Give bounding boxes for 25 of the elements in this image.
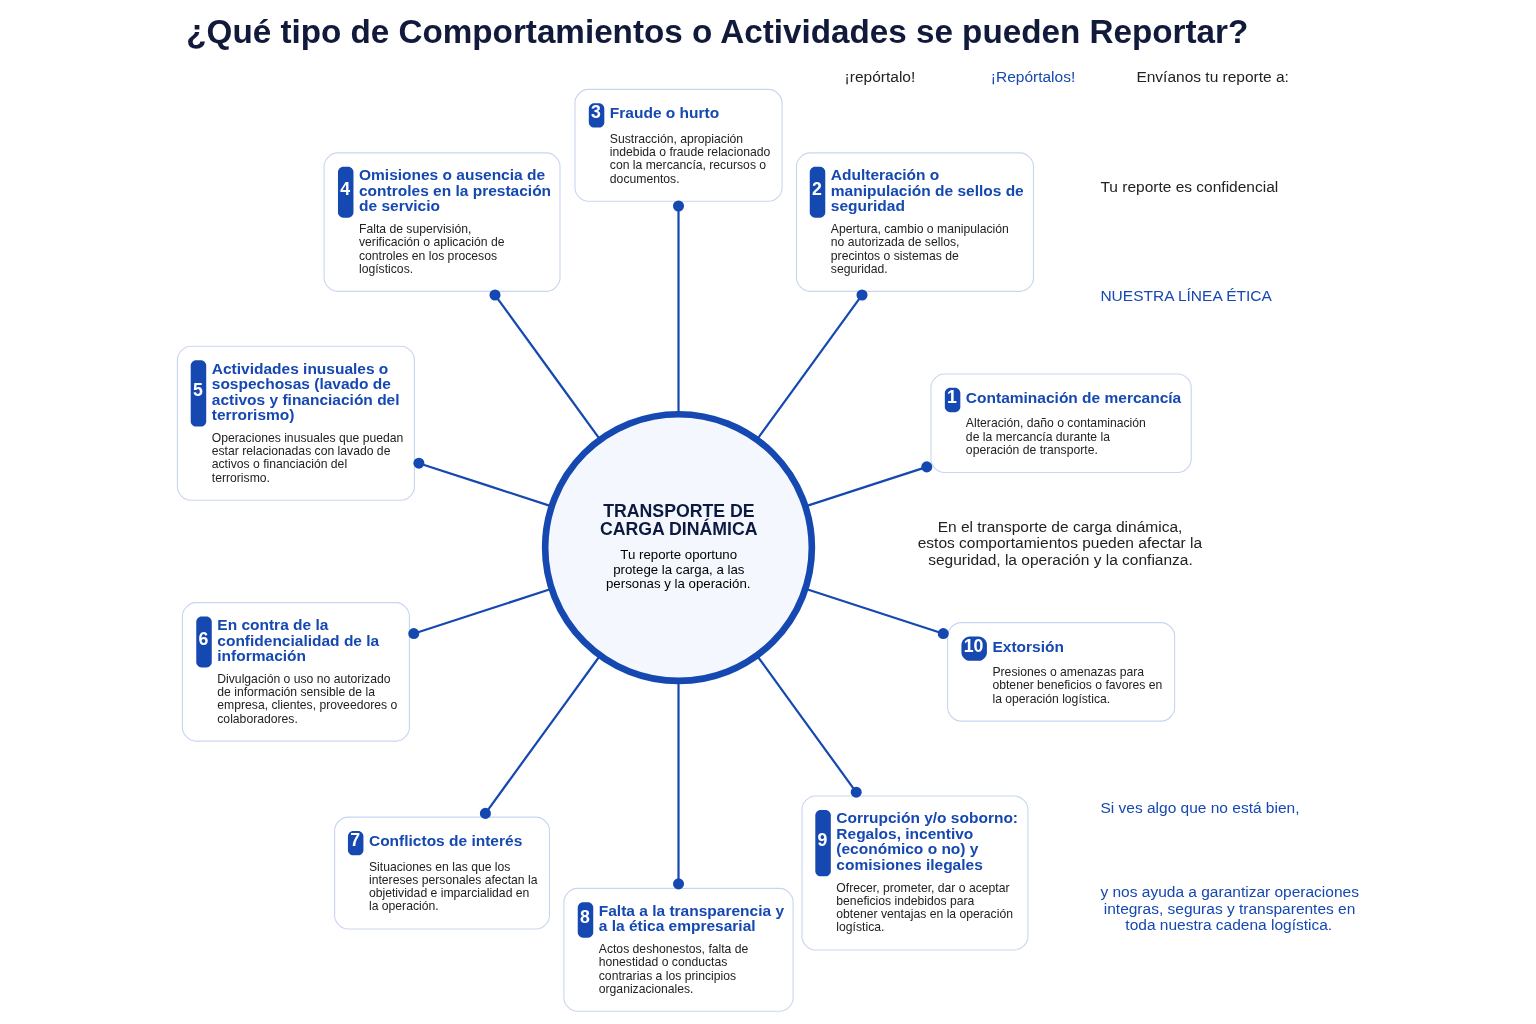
node-box: 5 Actividades inusuales o sospechosas (lavado de activos y financiación del terrorismo) Operaciones inusuales que puedan estar relacionadas con lavado de activos o financiación del terrorismo. [176, 345, 415, 501]
connector [488, 289, 601, 441]
label: Envíanos tu reporte a: [1135, 68, 1289, 86]
label: ¡repórtalo! [844, 68, 915, 86]
node-box: 7 Conflictos de interés Situaciones en las que los intereses personales afectan la objetividad e imparcialidad en la operación. [333, 816, 550, 930]
label: Tu reporte es confidencial [1099, 177, 1278, 195]
node-box: 8 Falta a la transparencia y a la ética empresarial Actos deshonestos, falta de honestidad o conductas contrarias a los principios organizacionales. [562, 887, 794, 1012]
diagram-title: ¿Qué tipo de Comportamientos o Actividades se pueden Reportar? [185, 12, 1248, 50]
connector [755, 289, 868, 441]
node-circle: TRANSPORTE DE CARGA DINÁMICA Tu reporte oportuno protege la carga, a las personas y la operación. [541, 410, 815, 685]
connector [672, 200, 684, 415]
connector [407, 587, 552, 640]
node-box: 3 Fraude o hurto Sustracción, apropiación indebida o fraude relacionado con la mercancía, recursos o documentos. [573, 88, 783, 202]
node-box: 4 Omisiones o ausencia de controles en la prestación de servicio Falta de supervisión, verificación o aplicación de controles en los procesos logísticos. [323, 152, 561, 292]
node-box: 10 Extorsión Presiones o amenazas para obtener beneficios o favores en la operación logística. [946, 622, 1175, 722]
connector [479, 654, 601, 819]
node-box: 1 Contaminación de mercancía Alteración, daño o contaminación de la mercancía durante la operación de transporte. [929, 373, 1192, 474]
connector [412, 457, 552, 508]
label: En el transporte de carga dinámica, estos comportamientos pueden afectar la seguridad, la operación y la confianza. [917, 517, 1202, 568]
label: y nos ayuda a garantizar operaciones integras, seguras y transparentes en toda nuestra cadena logística. [1099, 883, 1359, 934]
label: Si ves algo que no está bien, [1099, 799, 1299, 817]
node-box: 2 Adulteración o manipulación de sellos de seguridad Apertura, cambio o manipulación no autorizada de sellos, precintos o sistemas de seguridad. [795, 152, 1034, 292]
connector [755, 654, 862, 798]
label: NUESTRA LÍNEA ÉTICA [1099, 287, 1272, 305]
label: ¡Repórtalos! [990, 68, 1075, 86]
